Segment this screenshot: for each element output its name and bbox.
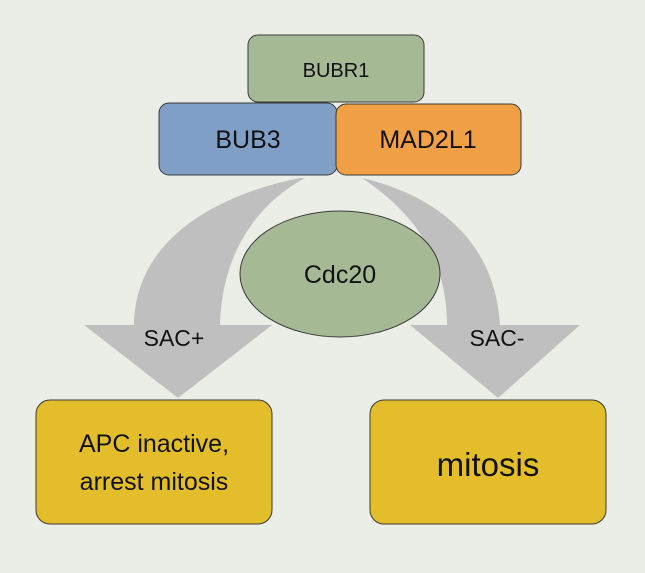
- bub3-label: BUB3: [215, 126, 280, 154]
- outcome-left-line2: arrest mitosis: [80, 468, 229, 496]
- outcome-right-label: mitosis: [437, 446, 540, 483]
- arrow-left-sac-positive: [84, 178, 305, 398]
- mad2l1-node: MAD2L1: [335, 103, 522, 176]
- sac-positive-label: SAC+: [144, 325, 205, 351]
- sac-negative-label: SAC-: [470, 325, 525, 351]
- bub3-node: BUB3: [158, 102, 338, 176]
- cdc20-label: Cdc20: [304, 261, 376, 289]
- cdc20-node: Cdc20: [239, 210, 441, 338]
- mad2l1-label: MAD2L1: [379, 126, 476, 154]
- outcome-right-node: mitosis: [369, 399, 607, 525]
- bubr1-node: BUBR1: [247, 34, 425, 103]
- bubr1-label: BUBR1: [303, 60, 370, 82]
- outcome-left-node: APC inactive, arrest mitosis: [35, 399, 273, 525]
- outcome-left-line1: APC inactive,: [79, 430, 229, 458]
- arrow-right-sac-negative: [362, 178, 580, 398]
